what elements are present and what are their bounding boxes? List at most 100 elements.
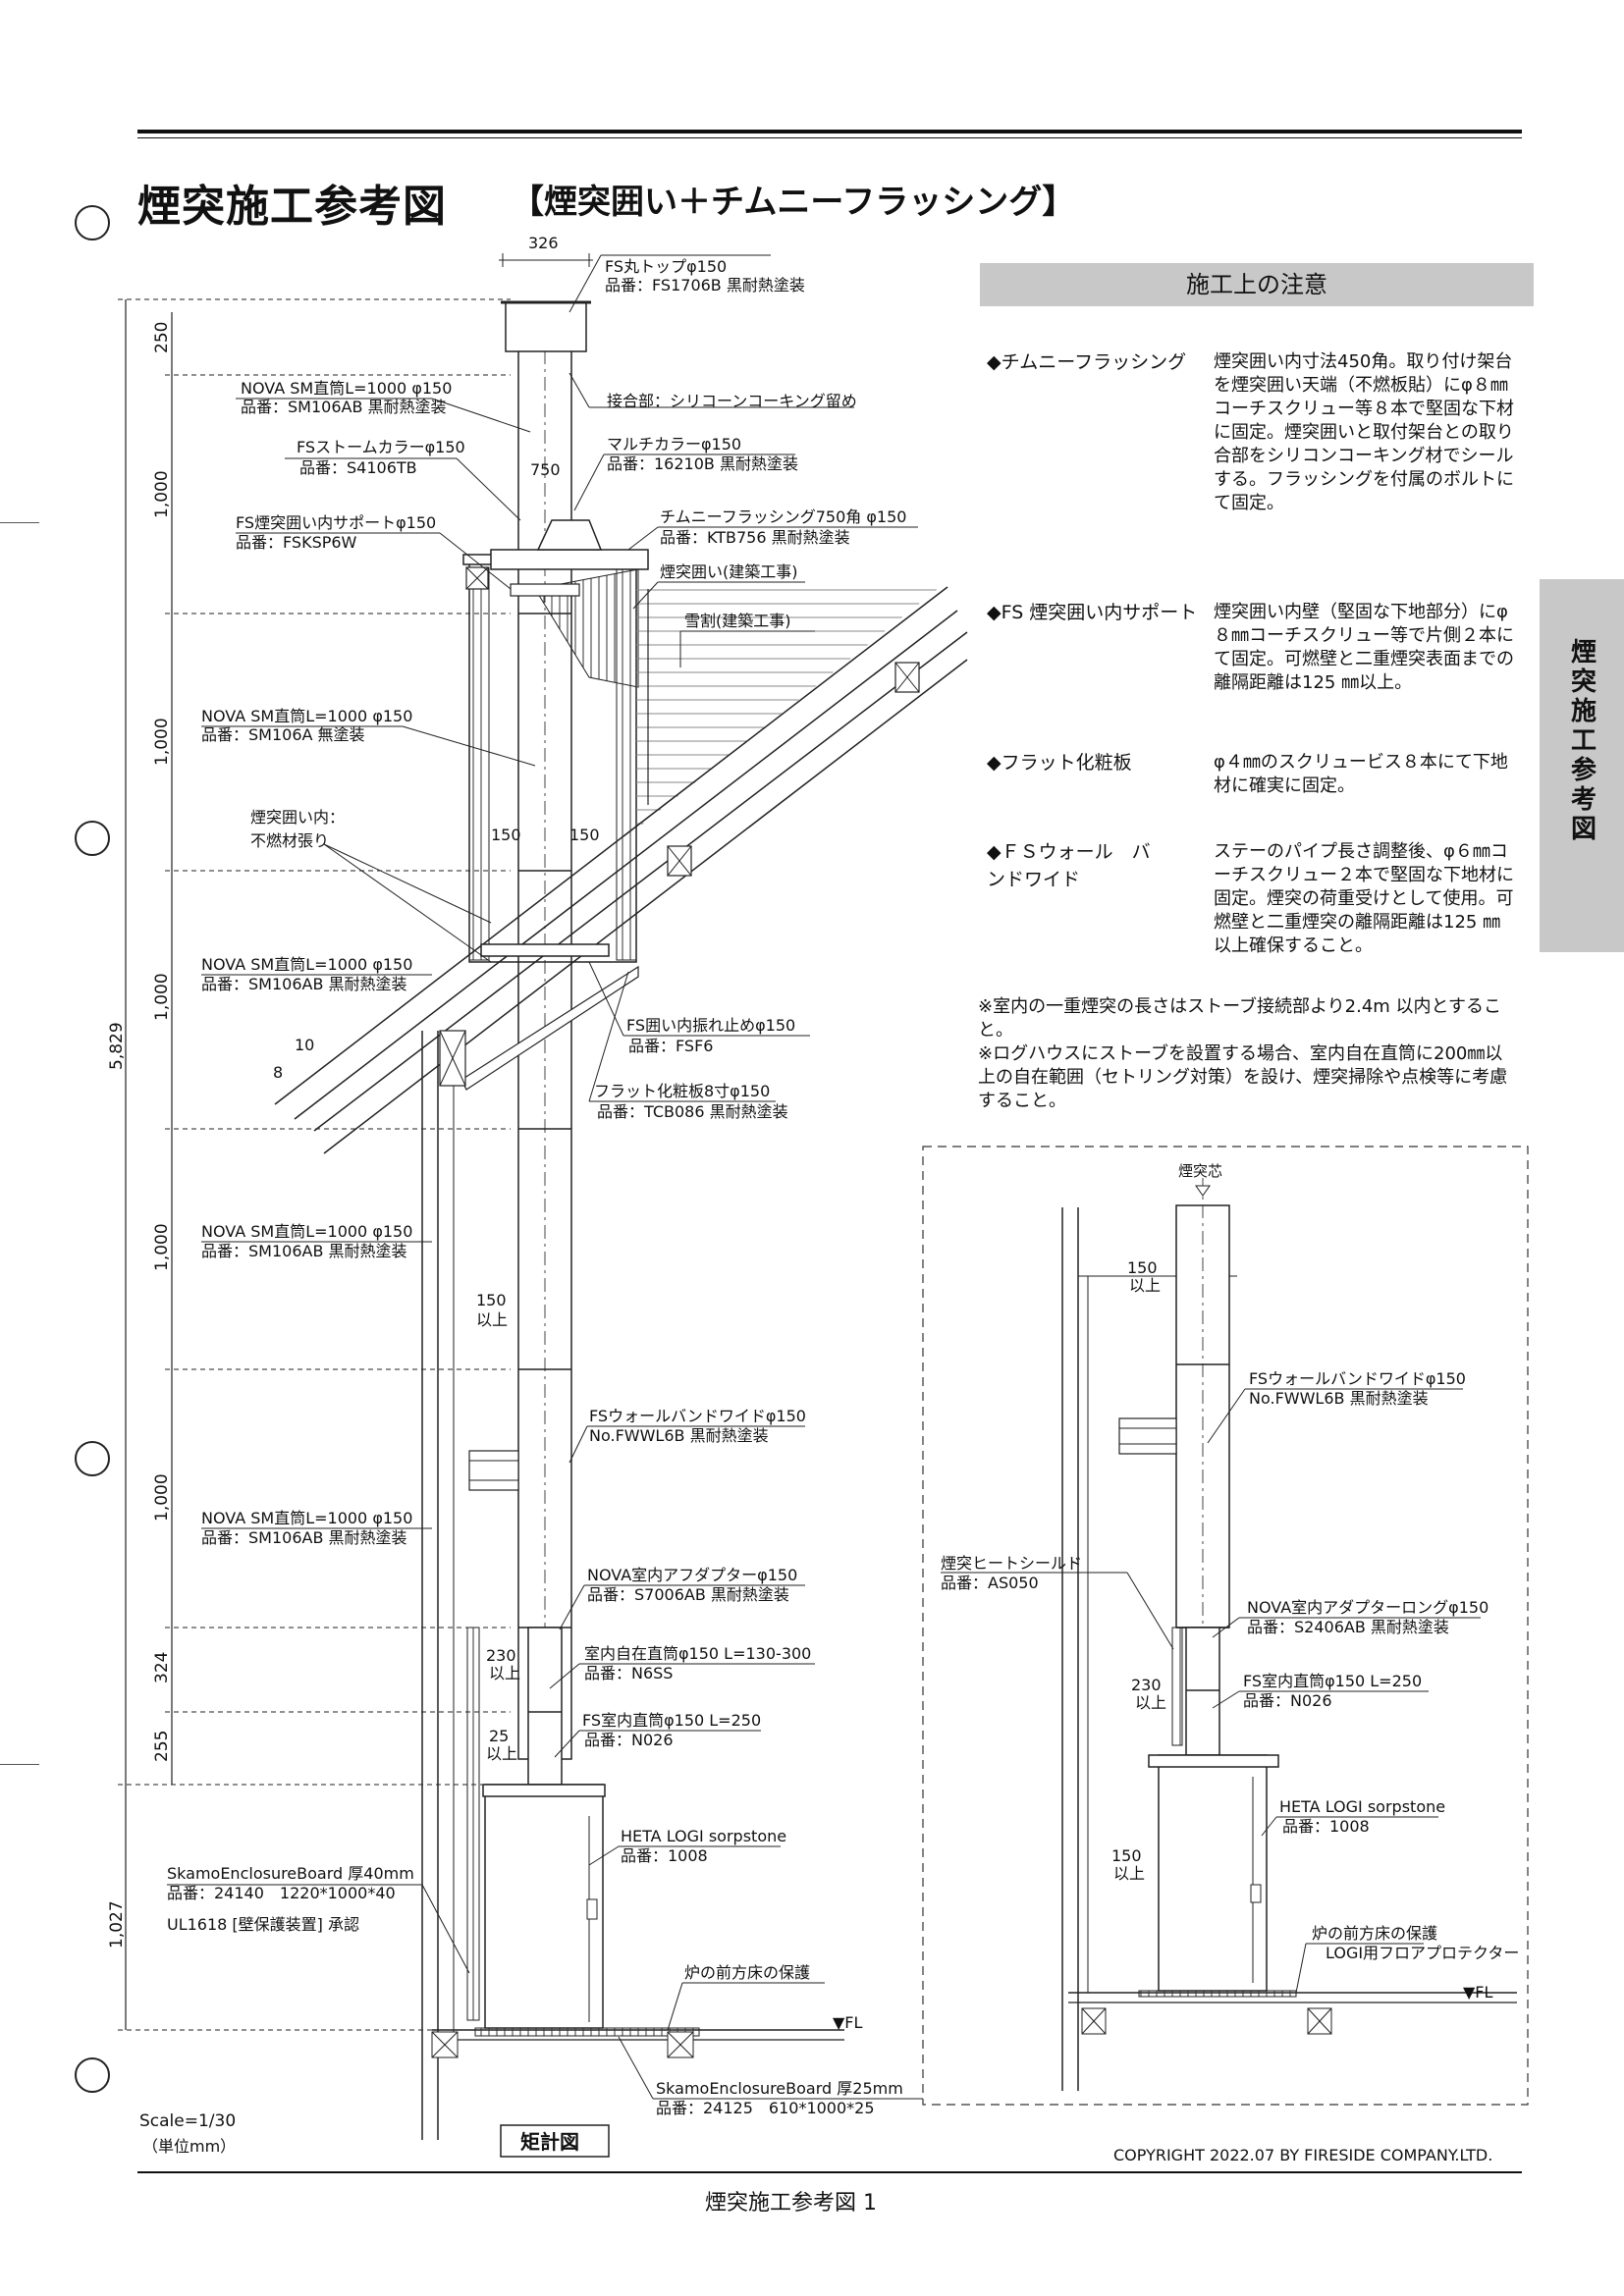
note-label-support: ◆FS 煙突囲い内サポート — [987, 602, 1198, 623]
note-text-support: 煙突囲い内壁（堅固な下地部分）にφ８㎜コーチスクリュー等で片側２本にて固定。可燃… — [1214, 602, 1514, 693]
detail-section: 煙突芯 150 以上 FSウォールバンドワイドφ150 No.FWWL6B 黒耐… — [922, 1146, 1529, 2106]
label-nova5-no: 品番：SM106AB 黒耐熱塗装 — [201, 1528, 407, 1547]
detail-fwwl-no: No.FWWL6B 黒耐熱塗装 — [1249, 1389, 1429, 1408]
page-subtitle: 【煙突囲い＋チムニーフラッシング】 — [511, 183, 1076, 222]
label-dim-326: 326 — [528, 234, 559, 252]
note-label-flatboard: ◆フラット化粧板 — [987, 752, 1132, 774]
label-flat-no: 品番：TCB086 黒耐熱塗装 — [597, 1102, 788, 1121]
detail-c230: 230 — [1131, 1676, 1162, 1694]
label-flashing: チムニーフラッシング750角 φ150 — [660, 507, 906, 526]
copyright: COPYRIGHT 2022.07 BY FIRESIDE COMPANY.LT… — [1113, 2146, 1493, 2164]
note-text-flatboard: φ４㎜のスクリュービス８本にて下地材に確実に固定。 — [1214, 752, 1508, 796]
label-c25u: 以上 — [486, 1744, 517, 1763]
label-snow: 雪割(建築工事) — [684, 612, 791, 630]
label-stove-no: 品番：1008 — [621, 1846, 708, 1865]
label-fl: ▼FL — [833, 2013, 863, 2032]
main-section: 250 1,000 1,000 1,000 1,000 1,000 324 25… — [107, 234, 968, 2158]
side-tab-label: 煙突施工参考図 — [1566, 638, 1597, 844]
label-fsf6: FS囲い内振れ止めφ150 — [626, 1016, 795, 1035]
detail-fl: ▼FL — [1463, 1983, 1493, 2002]
detail-s150: 150 — [1111, 1846, 1142, 1865]
binder-hole — [75, 2057, 110, 2093]
margin-mark — [0, 522, 39, 523]
detail-c150: 150 — [1127, 1258, 1158, 1277]
detail-adapter-no: 品番：S2406AB 黒耐熱塗装 — [1247, 1618, 1449, 1636]
label-nova3-no: 品番：SM106AB 黒耐熱塗装 — [201, 975, 407, 993]
label-inner1: 煙突囲い内： — [250, 808, 345, 827]
label-support-no: 品番：FSKSP6W — [236, 533, 357, 552]
label-hearth: 炉の前方床の保護 — [684, 1963, 810, 1982]
label-joint: 接合部：シリコーンコーキング留め — [607, 392, 857, 410]
label-nova3: NOVA SM直筒L=1000 φ150 — [201, 955, 412, 974]
detail-center: 煙突芯 — [1178, 1162, 1222, 1180]
label-flat: フラット化粧板8寸φ150 — [594, 1082, 770, 1100]
label-support: FS煙突囲い内サポートφ150 — [236, 513, 436, 532]
remark-loghouse: ※ログハウスにストーブを設置する場合、室内自在直筒に200㎜以上の自在範囲（セト… — [978, 1043, 1508, 1111]
label-nova2-no: 品番：SM106A 無塗装 — [201, 725, 365, 744]
label-nova1: NOVA SM直筒L=1000 φ150 — [241, 379, 452, 398]
note-label-flashing: ◆チムニーフラッシング — [987, 351, 1187, 373]
label-caption: 矩計図 — [520, 2130, 579, 2154]
label-c25: 25 — [489, 1727, 509, 1745]
dim-255: 255 — [152, 1731, 172, 1762]
label-scale: Scale=1/30 — [139, 2111, 236, 2131]
dim-1000-a: 1,000 — [152, 470, 172, 518]
notes-heading: 施工上の注意 — [980, 263, 1534, 306]
dim-250: 250 — [152, 322, 172, 353]
label-ul: UL1618 [壁保護装置] 承認 — [167, 1915, 359, 1934]
label-multi-no: 品番：16210B 黒耐熱塗装 — [607, 454, 798, 473]
label-c230u: 以上 — [489, 1664, 520, 1682]
label-multi: マルチカラーφ150 — [607, 435, 741, 454]
label-nova4-no: 品番：SM106AB 黒耐熱塗装 — [201, 1242, 407, 1260]
dim-324: 324 — [152, 1652, 172, 1683]
label-150a: 150 — [491, 826, 521, 844]
detail-stove-no: 品番：1008 — [1282, 1817, 1370, 1836]
binder-hole — [75, 205, 110, 240]
label-fs-top-no: 品番：FS1706B 黒耐熱塗装 — [605, 276, 805, 294]
label-free-no: 品番：N6SS — [584, 1664, 673, 1682]
label-c230: 230 — [486, 1646, 516, 1665]
label-board40: SkamoEnclosureBoard 厚40mm — [167, 1864, 414, 1883]
label-nova2: NOVA SM直筒L=1000 φ150 — [201, 707, 412, 725]
margin-mark — [0, 1764, 39, 1765]
detail-adapter: NOVA室内アダプターロングφ150 — [1247, 1598, 1489, 1617]
detail-shield-no: 品番：AS050 — [941, 1574, 1039, 1592]
note-text-flashing: 煙突囲い内寸法450角。取り付け架台を煙突囲い天端（不燃板貼）にφ８㎜コーチスク… — [1214, 351, 1514, 513]
label-slope8: 8 — [273, 1063, 283, 1082]
label-board25-no: 品番：24125 610*1000*25 — [656, 2099, 875, 2117]
label-nova4: NOVA SM直筒L=1000 φ150 — [201, 1222, 412, 1241]
label-c150u: 以上 — [476, 1310, 508, 1329]
note-text-wallband: ステーのパイプ長さ調整後、φ６㎜コーチスクリュー２本で堅固な下地材に固定。煙突の… — [1214, 841, 1514, 956]
detail-stove: HETA LOGI sorpstone — [1279, 1797, 1445, 1816]
label-adapter-no: 品番：S7006AB 黒耐熱塗装 — [587, 1585, 789, 1604]
binder-hole — [75, 821, 110, 856]
label-nova5: NOVA SM直筒L=1000 φ150 — [201, 1509, 412, 1527]
dim-5829: 5,829 — [107, 1022, 127, 1070]
label-c150: 150 — [476, 1291, 507, 1309]
label-board40-no: 品番：24140 1220*1000*40 — [167, 1884, 396, 1902]
dim-1000-e: 1,000 — [152, 1473, 172, 1522]
label-nova1-no: 品番：SM106AB 黒耐熱塗装 — [241, 398, 447, 416]
label-fs250-no: 品番：N026 — [584, 1731, 674, 1749]
remark-length: ※室内の一重煙突の長さはストーブ接続部より2.4m 以内とすること。 — [978, 996, 1501, 1041]
detail-fs250: FS室内直筒φ150 L=250 — [1243, 1672, 1422, 1690]
label-dim-750: 750 — [530, 460, 561, 479]
detail-c150u: 以上 — [1129, 1276, 1161, 1295]
label-enclosure: 煙突囲い(建築工事) — [660, 562, 798, 581]
label-flashing-no: 品番：KTB756 黒耐熱塗装 — [660, 528, 850, 547]
label-fs-top: FS丸トップφ150 — [605, 257, 727, 276]
detail-fs250-no: 品番：N026 — [1243, 1691, 1332, 1710]
detail-shield: 煙突ヒートシールド — [941, 1554, 1082, 1573]
detail-c230u: 以上 — [1135, 1693, 1166, 1712]
detail-fwwl: FSウォールバンドワイドφ150 — [1249, 1369, 1466, 1388]
label-storm: FSストームカラーφ150 — [297, 438, 465, 456]
label-board25: SkamoEnclosureBoard 厚25mm — [656, 2079, 903, 2098]
label-slope10: 10 — [295, 1036, 314, 1054]
page-title: 煙突施工参考図 — [137, 182, 447, 232]
dim-1027: 1,027 — [107, 1900, 127, 1949]
top-rule — [137, 130, 1522, 133]
page-number: 煙突施工参考図 1 — [705, 2191, 877, 2216]
side-tab: 煙突施工参考図 — [1540, 579, 1624, 952]
label-inner2: 不燃材張り — [250, 831, 329, 850]
